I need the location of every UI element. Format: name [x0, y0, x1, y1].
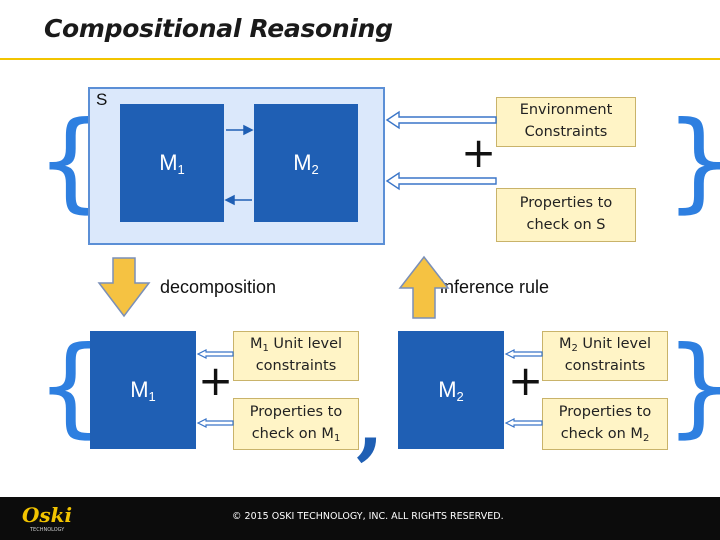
bottom-left-plus-sign: +	[198, 356, 234, 405]
m2-constraints-arrow	[504, 349, 543, 359]
module-m2-box: M2	[254, 104, 358, 222]
m1-to-m2-arrowhead	[243, 124, 254, 136]
environment-constraints-text: Environment Constraints	[519, 102, 613, 140]
m2-to-m1-arrowhead	[224, 194, 235, 206]
m1-properties-arrow	[196, 418, 234, 428]
inference-rule-label: inference rule	[440, 277, 550, 297]
bottom-module-m1-label: M1	[130, 376, 156, 404]
m1-properties-text: Properties to check on M1	[249, 404, 343, 444]
module-m1-label: M1	[159, 149, 185, 177]
decomposition-arrow	[97, 257, 151, 318]
m1-properties-box: Properties to check on M1	[233, 398, 359, 450]
m2-properties-arrow	[504, 418, 543, 428]
decomposition-label: decomposition	[160, 277, 277, 297]
title-divider	[0, 58, 720, 60]
properties-s-box: Properties to check on S	[496, 188, 636, 242]
bottom-right-plus-sign: +	[508, 356, 544, 405]
top-plus-sign: +	[461, 128, 497, 177]
copyright-text: © 2015 OSKI TECHNOLOGY, INC. ALL RIGHTS …	[232, 511, 504, 522]
bottom-close-brace: }	[665, 333, 720, 441]
m2-properties-text: Properties to check on M2	[558, 404, 652, 444]
logo-wordmark: Oski	[22, 503, 72, 527]
bottom-module-m2-label: M2	[438, 376, 464, 404]
footer-bar	[0, 497, 720, 540]
m2-properties-box: Properties to check on M2	[542, 398, 668, 450]
slide-title: Compositional Reasoning	[44, 14, 393, 43]
module-m2-label: M2	[293, 149, 319, 177]
bottom-module-m2-box: M2	[398, 331, 504, 449]
m2-unit-constraints-text: M2 Unit level constraints	[558, 336, 652, 375]
oski-logo: Oski TECHNOLOGY	[20, 500, 90, 534]
m1-constraints-arrow	[196, 349, 234, 359]
m1-unit-constraints-box: M1 Unit level constraints	[233, 331, 359, 381]
system-s-label: S	[96, 90, 108, 109]
m1-unit-constraints-text: M1 Unit level constraints	[249, 336, 343, 375]
separator-comma: ,	[356, 375, 384, 469]
top-close-brace: }	[665, 108, 720, 216]
m2-unit-constraints-box: M2 Unit level constraints	[542, 331, 668, 381]
environment-constraints-box: Environment Constraints	[496, 97, 636, 147]
properties-to-s-arrow	[385, 171, 497, 191]
module-m1-box: M1	[120, 104, 224, 222]
properties-s-text: Properties to check on S	[519, 195, 613, 233]
logo-subtext: TECHNOLOGY	[29, 527, 65, 533]
bottom-module-m1-box: M1	[90, 331, 196, 449]
inference-rule-arrow	[398, 255, 450, 319]
env-to-s-arrow	[385, 110, 497, 130]
